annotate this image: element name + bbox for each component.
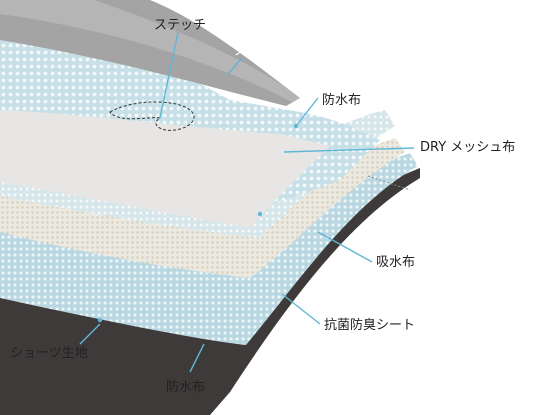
label-antibacterial: 抗菌防臭シート — [324, 318, 416, 333]
dashed-edge — [367, 175, 411, 191]
leader-waterproof-top — [295, 97, 319, 127]
label-absorbent: 吸水布 — [376, 255, 416, 270]
light-panel-layer — [0, 110, 330, 228]
leader-waterproof-bottom — [189, 343, 205, 373]
leader-absorbent — [317, 231, 373, 263]
label-stretch: ストレッチ素材 — [234, 44, 326, 59]
label-dry-mesh: DRY メッシュ布 — [420, 140, 516, 155]
label-stitch: ステッチ — [154, 18, 207, 33]
leader-stretch — [227, 57, 243, 75]
leader-stitch — [159, 31, 179, 119]
leader-lines — [79, 31, 415, 373]
leader-antibacterial — [281, 293, 321, 325]
leader-dry-mesh — [283, 147, 415, 153]
label-waterproof-top: 防水布 — [322, 93, 362, 108]
stretch-top-band — [0, 0, 300, 102]
dashed-outline — [109, 101, 195, 131]
leader-dots — [97, 123, 299, 323]
leader-shorts — [79, 323, 101, 345]
label-shorts-fabric: ショーツ生地 — [10, 346, 88, 361]
label-waterproof-bottom: 防水布 — [166, 380, 206, 395]
